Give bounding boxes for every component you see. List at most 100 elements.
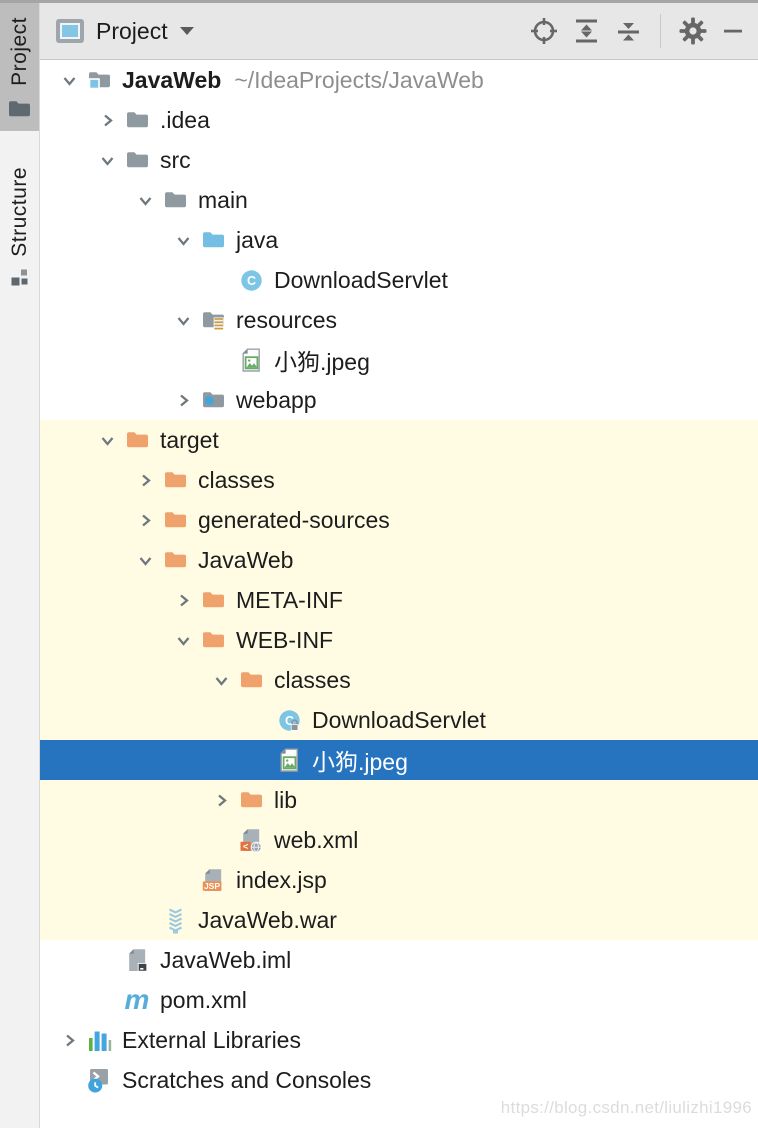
chevron-down-icon[interactable] [95, 153, 119, 168]
tree-item-label: generated-sources [198, 506, 390, 533]
excluded-folder-icon [162, 546, 188, 574]
source-folder-icon [200, 226, 226, 254]
collapse-all-icon[interactable] [615, 18, 642, 45]
chevron-right-icon[interactable] [171, 593, 195, 608]
chevron-right-icon[interactable] [57, 1033, 81, 1048]
tree-row-小狗-jpeg[interactable]: 小狗.jpeg [40, 340, 758, 380]
gear-icon[interactable] [679, 17, 707, 45]
tree-row-javaweb[interactable]: JavaWeb [40, 540, 758, 580]
tree-row-index-jsp[interactable]: JSP index.jsp [40, 860, 758, 900]
svg-text:C: C [284, 714, 293, 728]
tree-item-label: JavaWeb.war [198, 906, 337, 933]
minimize-icon[interactable] [722, 17, 744, 45]
folder-icon [124, 146, 150, 174]
chevron-right-icon[interactable] [133, 513, 157, 528]
tree-row-classes[interactable]: classes [40, 660, 758, 700]
watermark: https://blog.csdn.net/liulizhi1996 [500, 1098, 752, 1117]
excluded-folder-icon [124, 426, 150, 454]
expand-all-icon[interactable] [573, 17, 600, 45]
tree-row-javaweb-war[interactable]: JavaWeb.war [40, 900, 758, 940]
tree-item-label: DownloadServlet [312, 706, 486, 733]
tree-row-generated-sources[interactable]: generated-sources [40, 500, 758, 540]
project-view-icon [56, 19, 84, 43]
tree-row-web-xml[interactable]: <web.xml [40, 820, 758, 860]
chevron-down-icon[interactable] [133, 553, 157, 568]
tree-row-idea[interactable]: .idea [40, 100, 758, 140]
chevron-down-icon[interactable] [57, 73, 81, 88]
maven-m-icon: m [124, 984, 150, 1015]
tree-item-label: 小狗.jpeg [274, 349, 370, 375]
chevron-down-icon[interactable] [133, 193, 157, 208]
tool-window-header: Project [40, 3, 758, 60]
sidebar-tab-project-label: Project [7, 17, 31, 86]
folder-icon [162, 186, 188, 214]
resources-folder-icon [200, 306, 226, 334]
tree-item-label: main [198, 186, 248, 213]
class-locked-icon: C [276, 706, 302, 734]
chevron-down-icon[interactable] [95, 433, 119, 448]
tree-row-javaweb-iml[interactable]: JavaWeb.iml [40, 940, 758, 980]
war-archive-icon [162, 906, 188, 934]
excluded-folder-icon [200, 586, 226, 614]
svg-text:<: < [243, 841, 249, 852]
svg-text:C: C [246, 274, 255, 288]
chevron-down-icon[interactable] [179, 27, 194, 35]
image-file-icon [276, 746, 302, 774]
class-icon: C [238, 266, 264, 294]
project-path-suffix: ~/IdeaProjects/JavaWeb [234, 66, 484, 93]
tree-row-downloadservlet[interactable]: C DownloadServlet [40, 700, 758, 740]
chevron-down-icon[interactable] [171, 233, 195, 248]
tree-row-meta-inf[interactable]: META-INF [40, 580, 758, 620]
tree-item-label: resources [236, 306, 337, 333]
folder-icon [124, 106, 150, 134]
tree-row-javaweb[interactable]: JavaWeb ~/IdeaProjects/JavaWeb [40, 60, 758, 100]
chevron-right-icon[interactable] [209, 793, 233, 808]
tree-item-label: classes [198, 466, 275, 493]
tree-item-label: JavaWeb [198, 546, 294, 573]
tree-item-label: webapp [236, 386, 317, 413]
chevron-down-icon[interactable] [171, 633, 195, 648]
tree-row-resources[interactable]: resources [40, 300, 758, 340]
excluded-folder-icon [162, 466, 188, 494]
tree-row-lib[interactable]: lib [40, 780, 758, 820]
tree-row-src[interactable]: src [40, 140, 758, 180]
tree-item-label: WEB-INF [236, 626, 334, 653]
tree-row-main[interactable]: main [40, 180, 758, 220]
structure-icon [11, 269, 28, 286]
web-folder-icon [200, 386, 226, 414]
sidebar-tab-project[interactable]: Project [0, 3, 39, 131]
locate-icon[interactable] [530, 17, 558, 45]
tree-item-label: classes [274, 666, 351, 693]
tree-row-external-libraries[interactable]: External Libraries [40, 1020, 758, 1060]
module-folder-icon [86, 66, 112, 94]
tree-row-scratches-and-consoles[interactable]: Scratches and Consoles [40, 1060, 758, 1100]
tree-item-label: .idea [160, 106, 210, 133]
chevron-down-icon[interactable] [171, 313, 195, 328]
chevron-down-icon[interactable] [209, 673, 233, 688]
tree-item-label: 小狗.jpeg [312, 749, 408, 775]
tool-window-title[interactable]: Project [96, 17, 168, 44]
svg-text:JSP: JSP [204, 880, 220, 890]
tree-item-label: External Libraries [122, 1026, 301, 1053]
chevron-right-icon[interactable] [133, 473, 157, 488]
tree-row-web-inf[interactable]: WEB-INF [40, 620, 758, 660]
tree-row-小狗-jpeg[interactable]: 小狗.jpeg [40, 740, 758, 780]
tree-item-label: index.jsp [236, 866, 327, 893]
tree-item-label: target [160, 426, 219, 453]
jsp-file-icon: JSP [200, 866, 226, 894]
tree-row-classes[interactable]: classes [40, 460, 758, 500]
scratches-icon [86, 1066, 112, 1094]
external-libraries-icon [86, 1026, 112, 1054]
tree-row-target[interactable]: target [40, 420, 758, 460]
tool-window-bar: Project Structure [0, 3, 40, 1128]
tree-row-webapp[interactable]: webapp [40, 380, 758, 420]
sidebar-tab-structure[interactable]: Structure [0, 153, 39, 298]
project-tree: JavaWeb ~/IdeaProjects/JavaWeb .idea src mai… [40, 60, 758, 1128]
chevron-right-icon[interactable] [95, 113, 119, 128]
tree-item-label: JavaWeb [122, 66, 222, 93]
tree-item-label: JavaWeb.iml [160, 946, 292, 973]
chevron-right-icon[interactable] [171, 393, 195, 408]
tree-row-java[interactable]: java [40, 220, 758, 260]
